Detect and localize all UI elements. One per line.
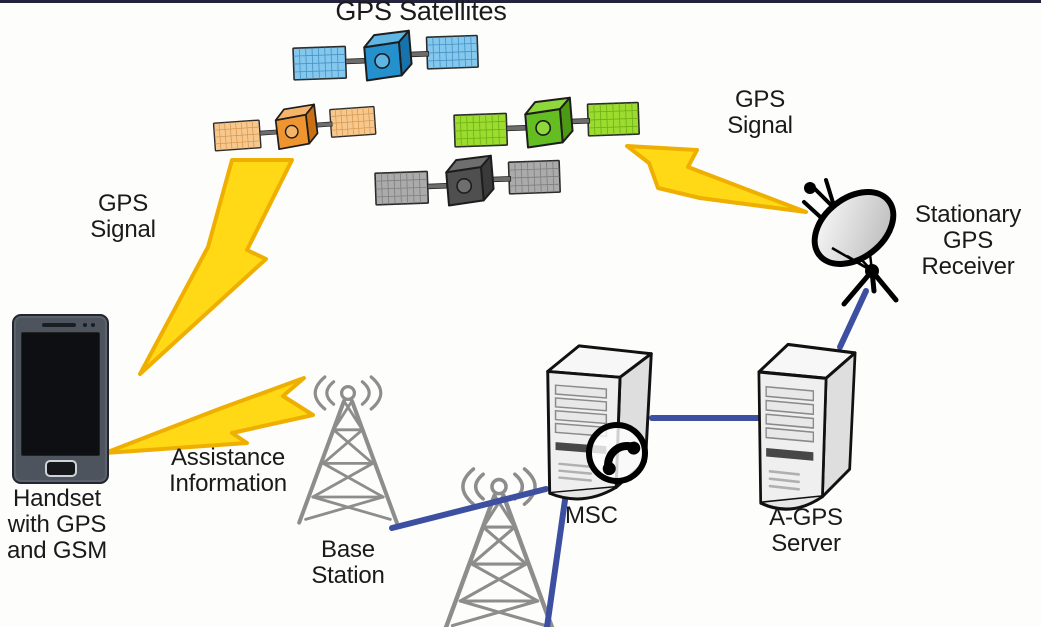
base-station-tower-icon — [297, 375, 399, 525]
phone-sensors — [83, 323, 97, 327]
gps-satellite-icon-orange — [211, 99, 378, 155]
gps-signal-label-left: GPS Signal — [90, 190, 156, 243]
gps-signal-bolt-left — [138, 158, 294, 376]
phone-home-button — [44, 460, 77, 477]
telephone-icon — [586, 422, 648, 484]
agps-server-label: A-GPS Server — [769, 504, 843, 557]
smartphone-icon — [12, 314, 109, 484]
phone-speaker — [42, 323, 76, 327]
phone-screen — [21, 332, 100, 456]
gps-signal-label-right: GPS Signal — [727, 86, 793, 139]
gps-satellite-icon-blue — [291, 27, 480, 85]
agps-server-icon — [757, 342, 857, 511]
assistance-information-bolt — [103, 376, 315, 455]
top-edge-strip — [0, 0, 1041, 3]
diagram-title: GPS Satellites — [335, 0, 507, 26]
stationary-gps-receiver-label: Stationary GPS Receiver — [914, 201, 1022, 280]
base-station-label: Base Station — [311, 536, 385, 589]
handset-label: Handset with GPS and GSM — [7, 485, 107, 564]
satellite-dish-icon — [802, 178, 899, 307]
msc-label: MSC — [565, 502, 618, 529]
assistance-information-label: Assistance Information — [169, 444, 287, 497]
gps-satellite-icon-gray — [373, 152, 562, 210]
gps-signal-bolt-right — [625, 144, 808, 214]
